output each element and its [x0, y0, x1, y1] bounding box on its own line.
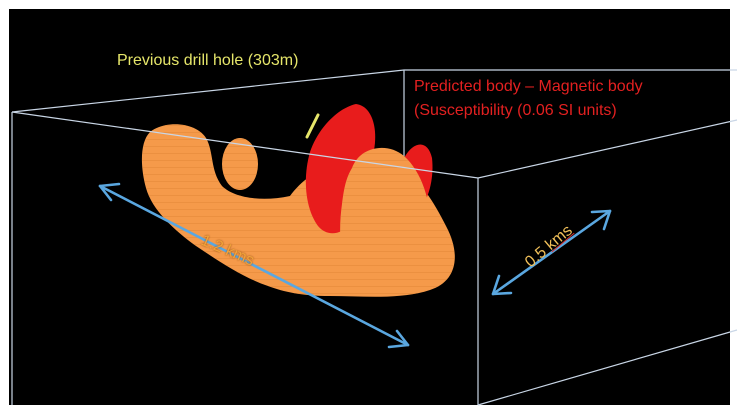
drill-hole-marker-icon: [305, 113, 320, 139]
model-box-front-edges: [11, 111, 738, 406]
double-headed-arrow-icon: [491, 209, 612, 296]
double-headed-arrow-icon: [98, 182, 410, 349]
predicted-body-label-line2: (Susceptibility (0.06 SI units): [414, 102, 617, 119]
predicted-body-label-line1: Predicted body – Magnetic body: [414, 78, 643, 95]
dimension-arrows: [98, 182, 612, 349]
drill-hole-label: Previous drill hole (303m): [117, 52, 299, 69]
orange-front-lobe: [340, 147, 433, 295]
